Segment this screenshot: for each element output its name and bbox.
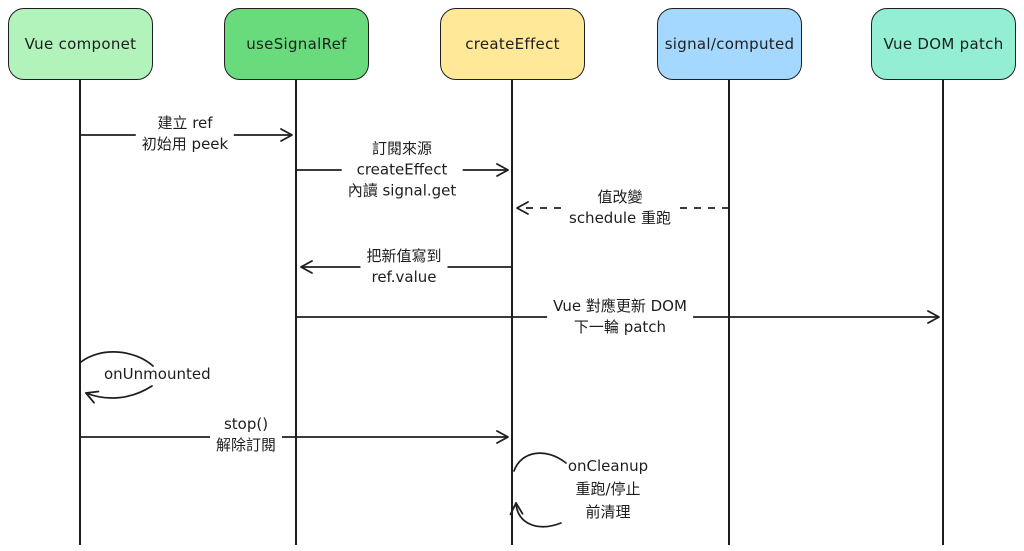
label-line: onCleanup [567, 457, 649, 475]
selfloop-onunmounted-back [85, 385, 153, 404]
label-write-new-value: 把新值寫到 ref.value [360, 246, 448, 288]
label-line: 訂閱來源 [371, 139, 433, 158]
selfloop-oncleanup-back [509, 502, 562, 528]
label-line: 初始用 peek [141, 135, 229, 153]
label-line: ref.value [371, 268, 437, 286]
participant-vue-component: Vue componet [8, 8, 153, 80]
selfloop-onunmounted-out [80, 351, 154, 367]
label-value-changed: 值改變 schedule 重跑 [563, 187, 677, 229]
label-line: 建立 ref [157, 114, 213, 132]
label-line: Vue 對應更新 DOM [553, 297, 687, 315]
label-line: 下一輪 patch [573, 318, 667, 336]
label-stop: stop() 解除訂閱 [209, 414, 283, 456]
label-line: createEffect [356, 160, 448, 179]
label-create-ref: 建立 ref 初始用 peek [135, 113, 235, 155]
label-line: stop() [223, 415, 269, 433]
label-line: 前清理 [585, 503, 631, 521]
selfloop-oncleanup-out [513, 452, 567, 472]
label-line: 值改變 [597, 188, 643, 206]
label-oncleanup: onCleanup 重跑/停止 前清理 [568, 455, 648, 524]
participant-vue-dom-patch: Vue DOM patch [871, 8, 1016, 80]
participant-signal-computed: signal/computed [657, 8, 802, 80]
label-line: 內讀 signal.get [347, 181, 457, 200]
label-line: 重跑/停止 [575, 480, 641, 498]
participant-usesignalref: useSignalRef [224, 8, 369, 80]
label-onunmounted: onUnmounted [104, 363, 211, 386]
label-line: 解除訂閱 [215, 436, 277, 454]
label-subscribe-source: 訂閱來源 createEffect 內讀 signal.get [341, 138, 463, 202]
label-line: onUnmounted [104, 365, 211, 383]
label-vue-update-dom: Vue 對應更新 DOM 下一輪 patch [547, 296, 693, 338]
label-line: schedule 重跑 [569, 209, 671, 227]
label-line: 把新值寫到 [366, 247, 442, 265]
participant-createeffect: createEffect [440, 8, 585, 80]
